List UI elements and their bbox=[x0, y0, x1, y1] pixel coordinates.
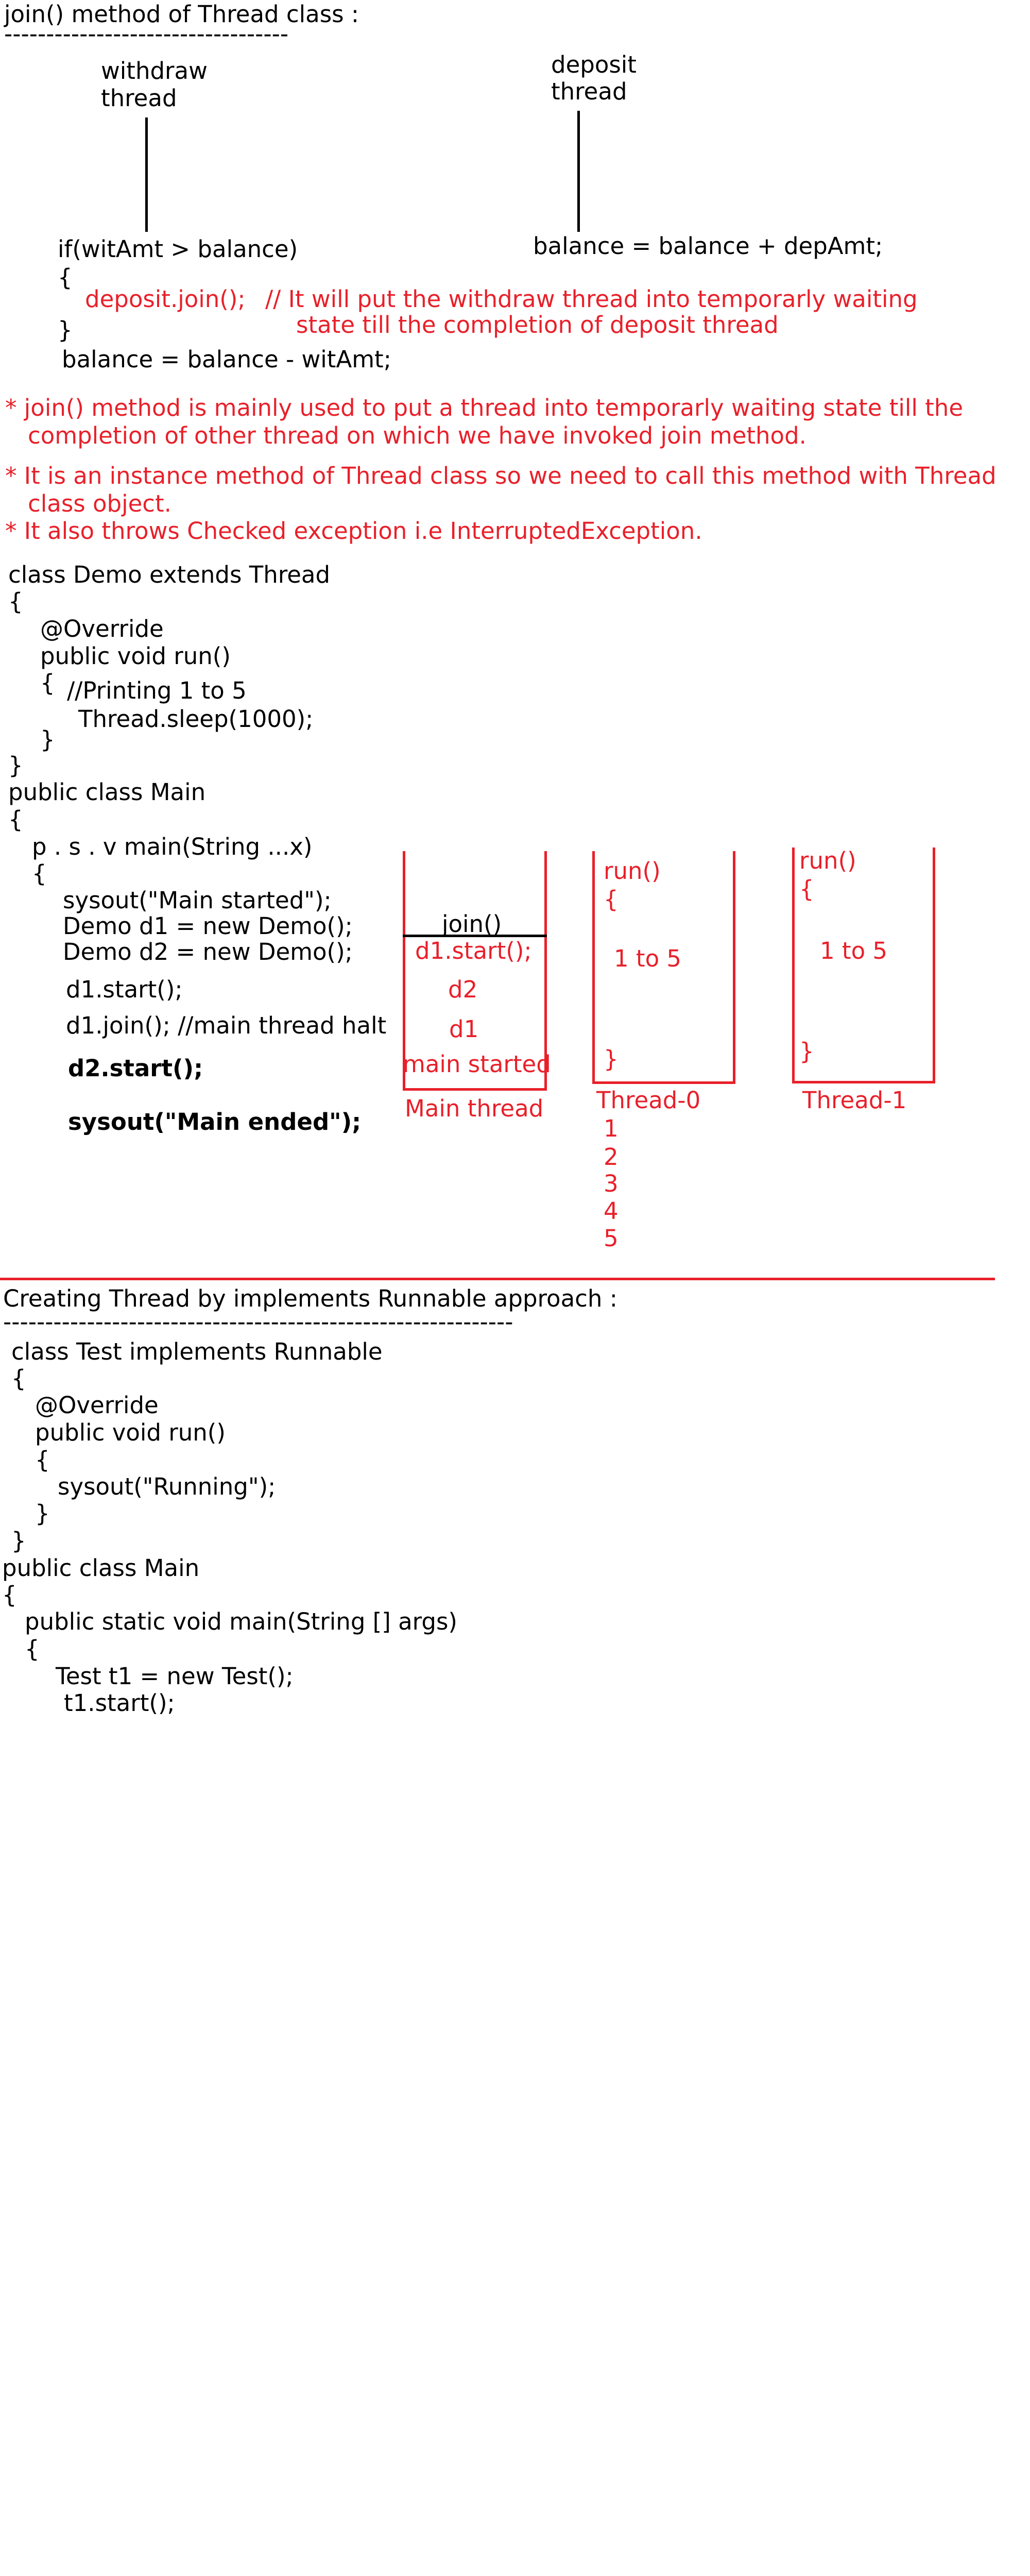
thread1-close-brace: } bbox=[799, 1038, 814, 1065]
code-run-method: public void run() bbox=[35, 1419, 226, 1446]
code-brace: } bbox=[11, 1527, 26, 1554]
code-override: @Override bbox=[40, 615, 164, 642]
code-brace: { bbox=[2, 1581, 17, 1608]
thread0-output: 1 bbox=[604, 1115, 619, 1142]
stack-frame-d2: d2 bbox=[448, 976, 478, 1003]
stack-frame-d1-start: d1.start(); bbox=[415, 937, 532, 964]
join-call: deposit.join(); bbox=[85, 285, 246, 313]
code-d2-start: d2.start(); bbox=[68, 1055, 203, 1082]
deposit-label-line1: deposit bbox=[551, 51, 637, 78]
thread1-run: run() bbox=[799, 847, 856, 874]
code-brace: { bbox=[32, 860, 47, 887]
join-comment-line1: // It will put the withdraw thread into … bbox=[265, 285, 918, 313]
code-brace: { bbox=[11, 1365, 26, 1392]
code-brace: { bbox=[8, 588, 23, 615]
thread1-stack bbox=[792, 848, 935, 1083]
note-checked-exception: * It also throws Checked exception i.e I… bbox=[5, 517, 702, 545]
code-t1-start: t1.start(); bbox=[64, 1689, 175, 1717]
stack-frame-main-started: main started bbox=[403, 1050, 551, 1078]
runnable-heading-underline: ----------------------------------------… bbox=[3, 1308, 513, 1335]
withdraw-statement: balance = balance - witAmt; bbox=[62, 346, 391, 373]
thread0-open-brace: { bbox=[604, 886, 619, 913]
note-instance-method-cont: class object. bbox=[28, 490, 171, 517]
thread0-output: 2 bbox=[604, 1143, 619, 1171]
join-heading-underline: ---------------------------------- bbox=[4, 20, 289, 47]
deposit-statement: balance = balance + depAmt; bbox=[533, 232, 883, 260]
code-new-d2: Demo d2 = new Demo(); bbox=[63, 938, 353, 965]
thread0-close-brace: } bbox=[604, 1045, 619, 1073]
code-new-t1: Test t1 = new Test(); bbox=[56, 1663, 294, 1690]
code-main-method: p . s . v main(String ...x) bbox=[32, 833, 313, 860]
code-sysout-ended: sysout("Main ended"); bbox=[68, 1108, 362, 1136]
if-condition: if(witAmt > balance) bbox=[58, 235, 298, 263]
thread0-stack bbox=[592, 851, 735, 1084]
runnable-heading: Creating Thread by implements Runnable a… bbox=[3, 1285, 617, 1312]
withdraw-thread-line bbox=[145, 117, 148, 232]
code-run-method: public void run() bbox=[40, 642, 231, 670]
code-sysout-running: sysout("Running"); bbox=[58, 1473, 276, 1500]
code-d1-start: d1.start(); bbox=[66, 976, 183, 1003]
main-thread-caption: Main thread bbox=[405, 1095, 544, 1122]
deposit-thread-line bbox=[577, 111, 580, 232]
note-join-purpose-cont: completion of other thread on which we h… bbox=[28, 422, 806, 449]
code-brace: } bbox=[40, 726, 55, 753]
main-thread-stack bbox=[403, 851, 547, 1091]
code-class-demo: class Demo extends Thread bbox=[8, 561, 331, 588]
code-brace: } bbox=[8, 752, 23, 779]
thread0-output: 4 bbox=[604, 1197, 619, 1225]
code-new-d1: Demo d1 = new Demo(); bbox=[63, 912, 353, 940]
join-heading: join() method of Thread class : bbox=[4, 1, 359, 28]
code-class-main: public class Main bbox=[8, 778, 206, 806]
code-comment: //Printing 1 to 5 bbox=[67, 677, 247, 704]
code-class-test: class Test implements Runnable bbox=[11, 1338, 383, 1365]
if-close-brace: } bbox=[58, 316, 73, 344]
code-class-main: public class Main bbox=[2, 1554, 200, 1582]
code-brace: { bbox=[35, 1446, 50, 1473]
code-brace: { bbox=[40, 669, 55, 697]
code-override: @Override bbox=[35, 1392, 159, 1419]
join-stack-label: join() bbox=[442, 910, 502, 938]
if-open-brace: { bbox=[58, 264, 73, 291]
thread0-output: 5 bbox=[604, 1225, 619, 1252]
withdraw-label-line1: withdraw bbox=[101, 57, 208, 84]
code-brace: { bbox=[8, 806, 23, 833]
withdraw-label-line2: thread bbox=[101, 84, 177, 112]
thread1-caption: Thread-1 bbox=[802, 1087, 907, 1114]
code-brace: { bbox=[25, 1635, 40, 1663]
section-divider bbox=[0, 1278, 995, 1280]
thread0-run: run() bbox=[604, 857, 661, 885]
code-sleep: Thread.sleep(1000); bbox=[78, 705, 314, 733]
note-instance-method: * It is an instance method of Thread cla… bbox=[5, 462, 997, 489]
thread1-body: 1 to 5 bbox=[820, 937, 888, 964]
stack-frame-d1: d1 bbox=[449, 1015, 479, 1043]
code-d1-join: d1.join(); //main thread halt bbox=[66, 1012, 387, 1039]
join-comment-line2: state till the completion of deposit thr… bbox=[296, 311, 779, 338]
thread0-caption: Thread-0 bbox=[596, 1087, 701, 1114]
join-stack-divider bbox=[403, 935, 547, 937]
note-join-purpose: * join() method is mainly used to put a … bbox=[5, 394, 964, 421]
deposit-label-line2: thread bbox=[551, 78, 627, 105]
thread0-output: 3 bbox=[604, 1170, 619, 1197]
code-brace: } bbox=[35, 1500, 50, 1527]
code-main-method: public static void main(String [] args) bbox=[25, 1608, 457, 1635]
thread0-body: 1 to 5 bbox=[614, 945, 682, 972]
thread1-open-brace: { bbox=[799, 875, 814, 903]
code-sysout-started: sysout("Main started"); bbox=[63, 887, 332, 914]
